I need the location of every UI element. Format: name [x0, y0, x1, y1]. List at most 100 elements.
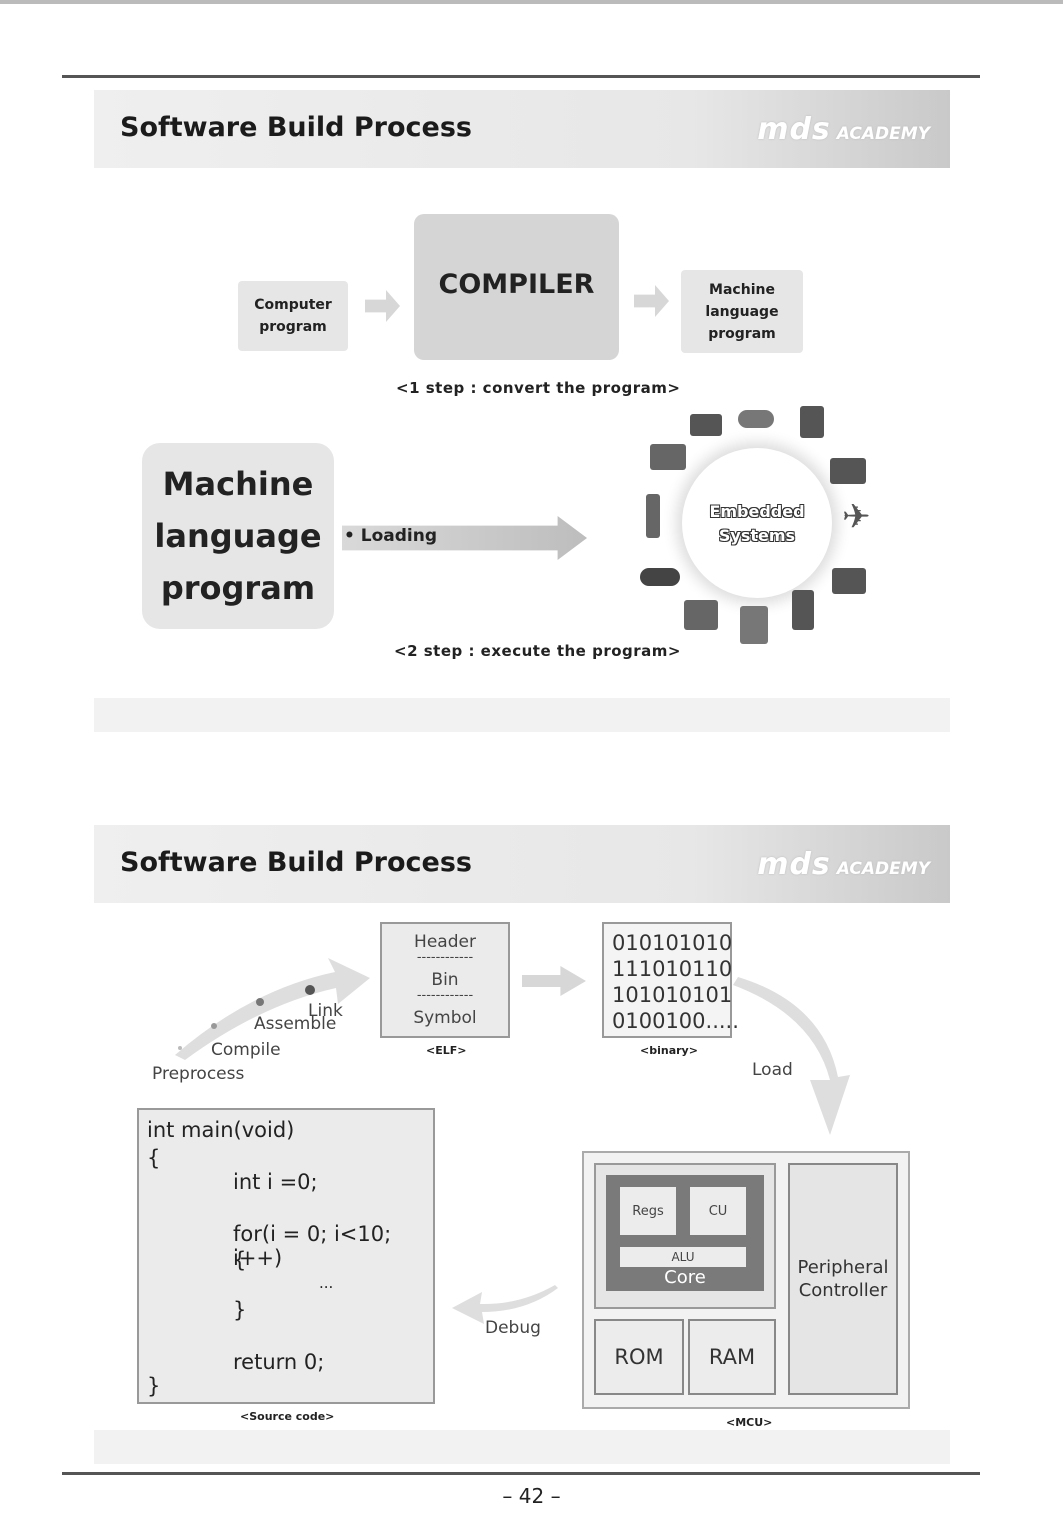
flight-signal-icon	[792, 590, 814, 630]
alu-label: ALU	[671, 1250, 695, 1264]
mcu-caption: <MCU>	[726, 1416, 773, 1429]
code-line: }	[147, 1374, 161, 1398]
code-line: int i =0;	[233, 1170, 318, 1194]
logo-main: mds	[757, 112, 831, 147]
code-line: int main(void)	[147, 1118, 295, 1142]
printer-icon	[684, 600, 718, 630]
top-edge-rule	[0, 0, 1063, 4]
cu-label: CU	[708, 1203, 728, 1219]
bottom-rule	[62, 1472, 980, 1475]
mcu-box: Regs CU ALU Core Peripheral Controller R…	[582, 1151, 910, 1409]
binary-line: 0100100.....	[612, 1009, 739, 1033]
mobile-phone-icon	[646, 494, 660, 538]
binary-caption: <binary>	[640, 1044, 698, 1057]
big-line-1: Machine	[162, 465, 314, 503]
step2-caption: <2 step : execute the program>	[394, 642, 681, 660]
code-line: {	[147, 1146, 161, 1170]
computer-program-box: Computer program	[238, 281, 348, 351]
arrow-right-icon	[365, 290, 400, 322]
code-line: }	[233, 1298, 247, 1322]
logo-main: mds	[757, 847, 831, 882]
code-line: {	[233, 1248, 247, 1272]
slide2-title: Software Build Process	[120, 847, 472, 878]
slide1-title: Software Build Process	[120, 112, 472, 143]
broadcasting-icon	[832, 568, 866, 594]
elf-symbol: Symbol	[413, 1008, 477, 1028]
link-label: Link	[308, 1001, 343, 1021]
peripheral-line2: Controller	[798, 1280, 888, 1301]
machine-language-program-big-box: Machine language program	[142, 443, 334, 629]
slide2-footer-band	[94, 1430, 950, 1464]
page-number: – 42 –	[502, 1484, 561, 1508]
debug-label: Debug	[485, 1318, 541, 1338]
load-label: Load	[752, 1060, 793, 1080]
computer-program-label: Computer program	[254, 297, 332, 335]
binary-line: 101010101	[612, 983, 733, 1007]
compiler-label: COMPILER	[438, 268, 595, 300]
peripheral-line1: Peripheral	[797, 1257, 889, 1278]
logo-sub: ACADEMY	[836, 124, 930, 144]
assemble-label: Assemble	[254, 1014, 337, 1034]
elf-divider-1: ------------	[416, 950, 474, 965]
ram-cell: RAM	[688, 1319, 776, 1395]
code-line: return 0;	[233, 1350, 325, 1374]
code-line: for(i = 0; i<10; i++)	[233, 1222, 392, 1270]
preprocess-label: Preprocess	[152, 1064, 245, 1084]
compiler-box: COMPILER	[414, 214, 619, 360]
ram-label: RAM	[708, 1345, 756, 1369]
binary-line: 010101010	[612, 931, 733, 955]
regs-label: Regs	[632, 1203, 664, 1219]
machine-language-program-label: Machine language program	[705, 281, 779, 342]
machine-language-program-box: Machine language program	[681, 270, 803, 353]
television-icon	[830, 458, 866, 484]
step1-caption: <1 step : convert the program>	[396, 379, 681, 397]
compile-label: Compile	[211, 1040, 281, 1060]
tablet-icon	[800, 406, 824, 438]
rom-label: ROM	[614, 1345, 664, 1369]
amusement-machine-icon	[740, 606, 768, 644]
cu-cell: CU	[690, 1187, 746, 1235]
elf-box: Header ------------ Bin ------------ Sym…	[380, 922, 510, 1038]
regs-cell: Regs	[620, 1187, 676, 1235]
debug-arrow	[452, 1285, 558, 1324]
binary-line: 111010110	[612, 957, 733, 981]
source-code-box: int main(void) { int i =0; for(i = 0; i<…	[137, 1108, 435, 1404]
load-arrow	[733, 977, 850, 1135]
binary-box: 010101010 111010110 101010101 0100100...…	[602, 922, 739, 1038]
core-frame: Regs CU ALU Core	[594, 1163, 776, 1309]
rom-cell: ROM	[594, 1319, 684, 1395]
embedded-systems-diagram: Embedded Systems ✈	[620, 400, 890, 670]
embedded-line2: Systems	[718, 526, 796, 545]
elf-divider-2: ------------	[416, 988, 474, 1003]
code-line: ...	[319, 1274, 334, 1292]
core-block: Regs CU ALU Core	[606, 1175, 764, 1291]
arrow-right-icon	[634, 285, 669, 317]
airplane-icon: ✈	[842, 497, 871, 537]
elf-caption: <ELF>	[426, 1044, 467, 1057]
embedded-ring	[682, 448, 832, 598]
embedded-line1: Embedded	[709, 502, 805, 521]
loading-label: • Loading	[344, 526, 438, 546]
game-machine-icon	[738, 410, 774, 428]
source-code-caption: <Source code>	[240, 1410, 335, 1423]
slide1-footer-band	[94, 698, 950, 732]
smartphone-icon	[650, 444, 686, 470]
build-steps-arrow	[175, 958, 370, 1060]
arrow-right-icon	[522, 966, 586, 996]
elf-header: Header	[414, 932, 476, 952]
alu-cell: ALU	[620, 1247, 746, 1267]
peripheral-controller-cell: Peripheral Controller	[788, 1163, 898, 1395]
core-label: Core	[664, 1267, 706, 1288]
big-line-3: program	[160, 569, 316, 607]
car-icon	[640, 568, 680, 586]
embedded-systems-label: Embedded Systems	[682, 500, 832, 548]
big-line-2: language	[154, 517, 322, 555]
elf-bin: Bin	[431, 970, 459, 990]
logo-sub: ACADEMY	[836, 859, 930, 879]
slide1-top-rule	[62, 75, 980, 78]
camera-icon	[690, 414, 722, 436]
